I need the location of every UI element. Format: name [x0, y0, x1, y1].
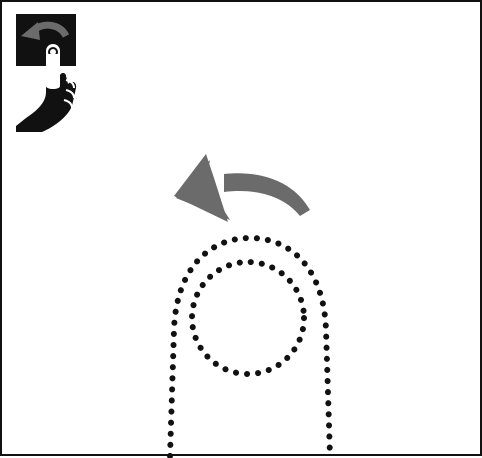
finger-touch-outline-icon: [160, 234, 340, 458]
rotate-left-hand-gesture-icon: [16, 14, 88, 132]
rotate-counterclockwise-arrow-icon: [170, 152, 320, 230]
